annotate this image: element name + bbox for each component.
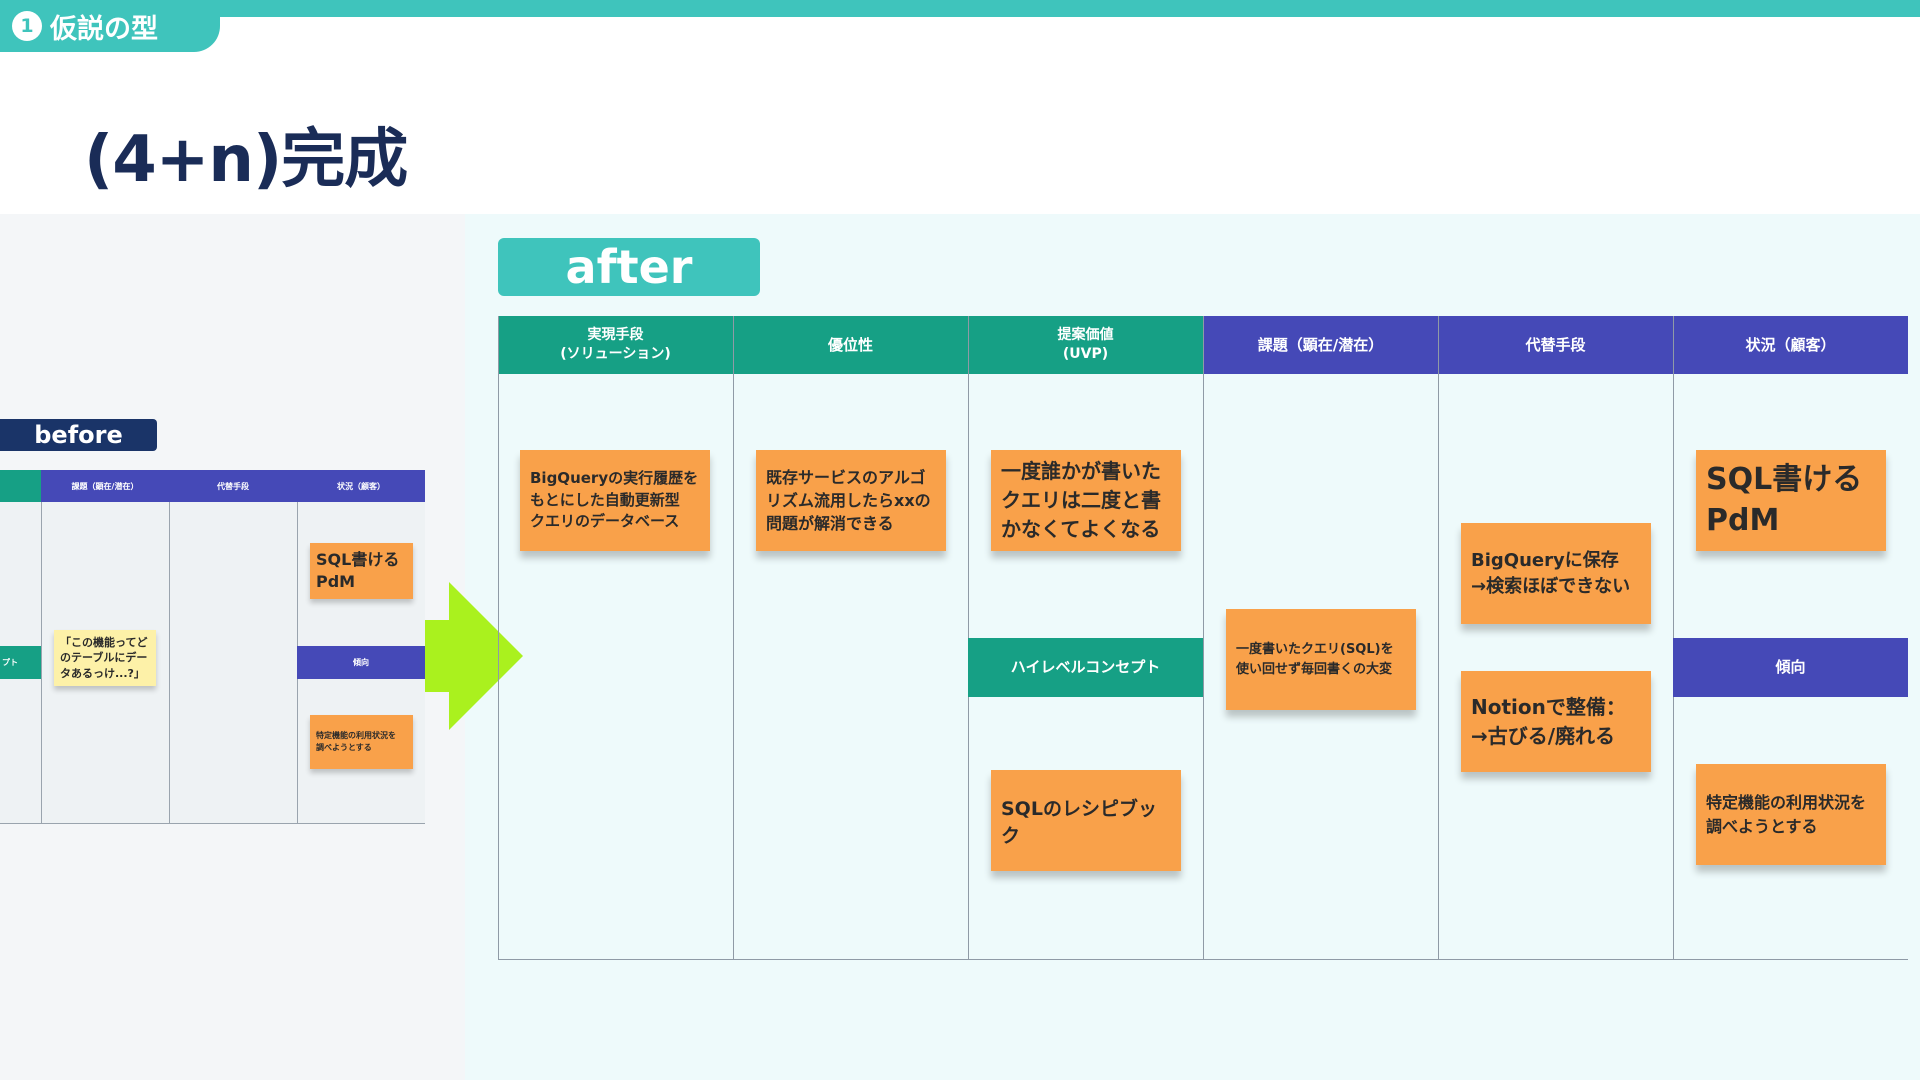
section-number-badge: 1: [12, 11, 42, 41]
page-title: (4+n)完成: [84, 123, 408, 197]
sticky-concept: SQLのレシピブック: [991, 770, 1181, 871]
header-situation: 状況（顧客）: [1673, 316, 1908, 374]
header-alternatives: 代替手段: [1438, 316, 1673, 374]
header-solution: 実現手段 (ソリューション): [498, 316, 733, 374]
before-clipped-concept-header: プト: [0, 646, 41, 679]
header-problem: 課題（顕在/潜在）: [1203, 316, 1438, 374]
before-sticky-trend: 特定機能の利用状況を 調べようとする: [310, 715, 413, 769]
sticky-alternative-notion: Notionで整備： →古びる/廃れる: [1461, 671, 1651, 772]
section-chip: 1 仮説の型: [0, 0, 220, 52]
column-divider: [733, 316, 734, 960]
column-divider: [1438, 316, 1439, 960]
sticky-uvp: 一度誰かが書いた クエリは二度と書 かなくてよくなる: [991, 450, 1181, 551]
before-header-situation: 状況（顧客）: [297, 470, 425, 502]
canvas-bottom-line: [498, 959, 1908, 960]
before-bottom-line: [0, 823, 425, 824]
before-divider: [169, 502, 170, 824]
before-label: before: [0, 419, 157, 451]
before-header-alternatives: 代替手段: [169, 470, 297, 502]
before-header-trend: 傾向: [297, 646, 425, 679]
sticky-trend: 特定機能の利用状況を 調べようとする: [1696, 764, 1886, 865]
before-sticky-situation: SQL書ける PdM: [310, 543, 413, 599]
lean-canvas-after: 実現手段 (ソリューション) 優位性 提案価値 (UVP) 課題（顕在/潜在） …: [498, 316, 1908, 960]
sticky-advantage: 既存サービスのアルゴ リズム流用したらxxの 問題が解消できる: [756, 450, 946, 551]
column-divider: [1203, 316, 1204, 960]
header-high-level-concept: ハイレベルコンセプト: [968, 638, 1203, 697]
header-trend: 傾向: [1673, 638, 1908, 697]
sticky-situation: SQL書ける PdM: [1696, 450, 1886, 551]
sticky-problem: 一度書いたクエリ(SQL)を 使い回せず毎回書くの大変: [1226, 609, 1416, 710]
header-advantage: 優位性: [733, 316, 968, 374]
after-label: after: [498, 238, 760, 296]
transition-arrow-icon: [425, 582, 523, 730]
section-label: 仮説の型: [50, 13, 158, 45]
sticky-solution: BigQueryの実行履歴を もとにした自動更新型 クエリのデータベース: [520, 450, 710, 551]
column-divider: [498, 316, 499, 960]
before-header-problem: 課題（顕在/潜在）: [41, 470, 169, 502]
before-clipped-green-header: [0, 470, 41, 502]
before-divider: [41, 502, 42, 824]
top-accent-strip: [0, 0, 1920, 17]
sticky-alternative-bigquery: BigQueryに保存 →検索ほぼできない: [1461, 523, 1651, 624]
before-sticky-problem: 「この機能ってど のテーブルにデー タあるっけ...?」: [54, 630, 156, 686]
before-canvas: 課題（顕在/潜在） 代替手段 状況（顧客） プト 傾向 「この機能ってど のテー…: [0, 470, 425, 824]
header-uvp: 提案価値 (UVP): [968, 316, 1203, 374]
